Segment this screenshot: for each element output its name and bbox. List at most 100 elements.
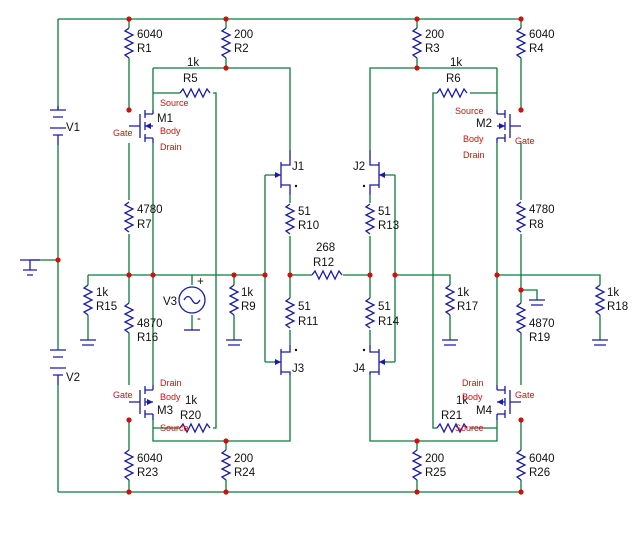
resistor-r21 [436,422,468,434]
m3-gate-label: Gate [113,390,133,400]
v3-plus: + [197,276,204,288]
r17-ref: R17 [457,301,478,313]
junction-dots [55,16,524,495]
ac-source-v3 [178,286,206,314]
j1-ref: J1 [292,161,304,173]
r17-value: 1k [457,287,469,299]
r6-value: 1k [450,57,462,69]
resistor-r4 [515,27,527,59]
resistor-r6 [436,87,468,99]
r20-ref: R20 [180,410,201,422]
jfet-j4 [369,345,386,375]
r4-ref: R4 [529,43,544,55]
j2-ref: J2 [353,161,365,173]
m2-source-label: Source [455,106,484,116]
r2-ref: R2 [234,43,249,55]
r19-ref: R19 [529,332,550,344]
r8-ref: R8 [529,219,544,231]
m2-body-label: Body [463,134,484,144]
resistor-r17 [444,284,456,316]
mosfet-m4 [496,385,521,420]
r26-value: 6040 [529,453,555,465]
m1-body-label: Body [160,126,181,136]
resistor-r26 [515,449,527,481]
r14-value: 51 [378,301,391,313]
resistor-r18 [594,284,606,316]
resistor-symbols [82,27,606,481]
resistor-r12 [311,269,343,281]
r25-value: 200 [425,453,444,465]
m2-drain-label: Drain [463,150,485,160]
j3-ref: J3 [292,363,304,375]
v2-ref: V2 [66,372,80,384]
battery-v2 [50,349,66,385]
m4-ref: M4 [476,405,493,417]
r24-value: 200 [234,453,253,465]
r23-value: 6040 [137,453,163,465]
r8-value: 4780 [529,204,555,216]
m4-drain-label: Drain [462,378,484,388]
resistor-r1 [123,27,135,59]
jfet-j1 [274,150,291,195]
m4-body-label: Body [462,392,483,402]
r9-ref: R9 [241,301,256,313]
jfet-j2 [369,150,386,195]
mosfet-pin-labels: Source Gate Body Drain Source Gate Body … [113,98,535,433]
m1-gate-label: Gate [113,128,133,138]
m3-body-label: Body [160,392,181,402]
r12-value: 268 [316,242,335,254]
r1-value: 6040 [137,29,163,41]
resistor-r15 [82,284,94,316]
jfet-symbols [274,150,386,375]
m1-drain-label: Drain [160,142,182,152]
resistor-r16 [123,302,135,334]
r13-value: 51 [378,206,391,218]
r13-ref: R13 [378,220,399,232]
r14-ref: R14 [378,316,400,328]
r9-value: 1k [241,287,253,299]
mosfet-m1 [129,110,154,143]
r3-value: 200 [425,29,444,41]
resistor-r14 [364,297,376,329]
jfet-j3 [274,345,291,375]
r10-ref: R10 [298,220,319,232]
r25-ref: R25 [425,467,446,479]
v1-ref: V1 [66,122,80,134]
r23-ref: R23 [137,467,158,479]
battery-symbols [50,106,66,385]
resistor-r10 [284,203,296,235]
r24-ref: R24 [234,467,256,479]
r15-value: 1k [96,287,108,299]
m1-source-label: Source [160,98,189,108]
resistor-r11 [284,297,296,329]
r7-value: 4780 [137,204,163,216]
resistor-r2 [220,27,232,59]
r18-value: 1k [607,287,619,299]
m2-gate-label: Gate [515,136,535,146]
r21-ref: R21 [441,410,462,422]
r2-value: 200 [234,29,253,41]
r26-ref: R26 [529,467,550,479]
r12-ref: R12 [313,257,334,269]
resistor-r20 [179,422,211,434]
r5-ref: R5 [183,73,198,85]
r16-value: 4870 [137,318,163,330]
v3-minus: - [197,313,201,325]
r15-ref: R15 [96,301,117,313]
r5-value: 1k [187,57,199,69]
resistor-r13 [364,203,376,235]
m4-gate-label: Gate [515,390,535,400]
j4-ref: J4 [353,363,366,375]
resistor-r7 [123,201,135,233]
v3-ref: V3 [163,296,177,308]
resistor-r23 [123,449,135,481]
ground-symbols [20,259,608,346]
m3-source-label: Source [160,423,189,433]
r19-value: 4870 [529,318,555,330]
resistor-r8 [515,201,527,233]
m3-ref: M3 [157,405,173,417]
battery-v1 [50,106,66,145]
r11-ref: R11 [298,316,318,328]
wires [30,18,601,493]
r1-ref: R1 [137,43,152,55]
